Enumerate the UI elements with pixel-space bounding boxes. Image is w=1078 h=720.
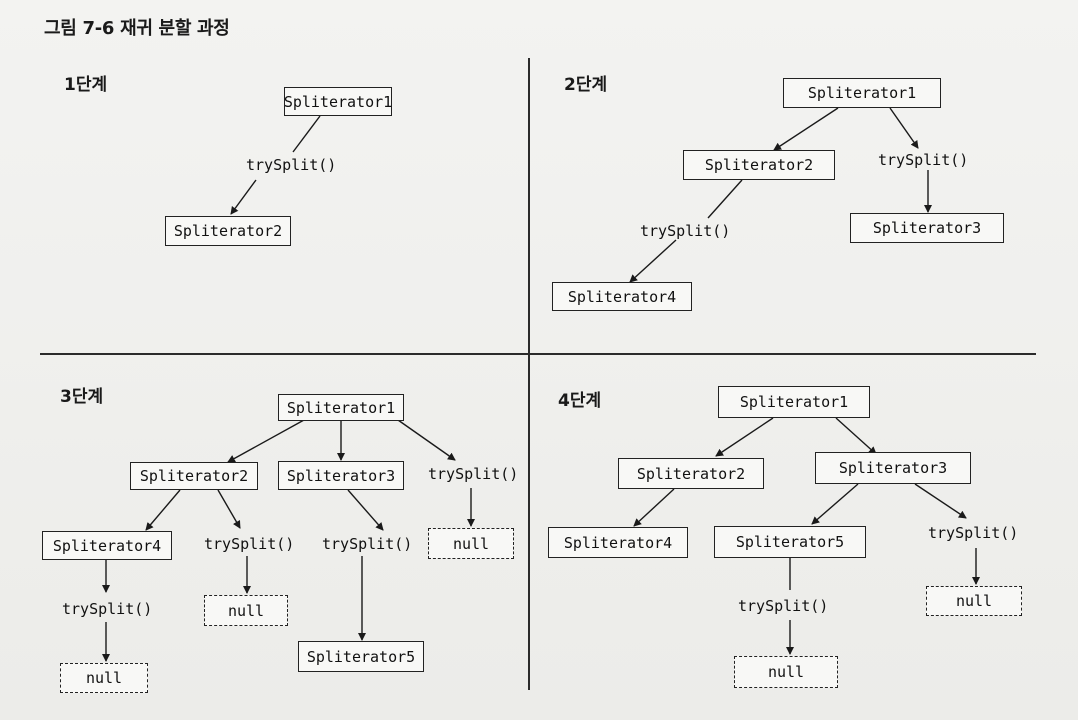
edge — [633, 488, 675, 527]
stage-4-spliterator2: Spliterator2 — [618, 458, 764, 489]
stage-1-label: 1단계 — [64, 75, 108, 95]
stage-4-trysplit-a: trySplit() — [928, 524, 1019, 542]
edge — [707, 179, 743, 219]
stage-4-spliterator1: Spliterator1 — [718, 386, 870, 418]
stage-2-spliterator4: Spliterator4 — [552, 282, 692, 311]
stage-3-trysplit-a: trySplit() — [428, 465, 519, 483]
stage-3-label: 3단계 — [60, 387, 104, 407]
stage-2-spliterator2: Spliterator2 — [683, 150, 835, 180]
stage-1-spliterator2: Spliterator2 — [165, 216, 291, 246]
stage-3-spliterator4: Spliterator4 — [42, 531, 172, 560]
stage-3-trysplit-d: trySplit() — [62, 600, 153, 618]
stage-3-null-c: null — [60, 663, 148, 693]
stage-3-trysplit-c: trySplit() — [322, 535, 413, 553]
stage-3-trysplit-b: trySplit() — [204, 535, 295, 553]
figure-title: 그림 7-6 재귀 분할 과정 — [44, 18, 230, 39]
vertical-divider — [528, 58, 530, 690]
edge — [914, 483, 967, 519]
edge — [227, 419, 305, 463]
stage-4-spliterator3: Spliterator3 — [815, 452, 971, 484]
edge — [292, 115, 321, 153]
stage-3-null-a: null — [428, 528, 514, 559]
stage-4-null-a: null — [926, 586, 1022, 616]
stage-3-null-b: null — [204, 595, 288, 626]
stage-4-spliterator5: Spliterator5 — [714, 526, 866, 558]
stage-4-null-b: null — [734, 656, 838, 688]
stage-3-spliterator3: Spliterator3 — [278, 461, 404, 490]
edge — [347, 489, 384, 531]
stage-3-spliterator5: Spliterator5 — [298, 641, 424, 672]
stage-2-label: 2단계 — [564, 75, 608, 95]
edge — [145, 489, 181, 531]
stage-3-spliterator2: Spliterator2 — [130, 462, 258, 490]
edge — [629, 239, 677, 283]
stage-1-spliterator1: Spliterator1 — [284, 87, 392, 116]
stage-4-label: 4단계 — [558, 391, 602, 411]
stage-2-trysplit-b: trySplit() — [640, 222, 731, 240]
stage-4-trysplit-b: trySplit() — [738, 597, 829, 615]
stage-2-spliterator3: Spliterator3 — [850, 213, 1004, 243]
edge — [835, 417, 877, 455]
edge — [397, 419, 456, 461]
stage-2-trysplit-a: trySplit() — [878, 151, 969, 169]
stage-1-trysplit: trySplit() — [246, 156, 337, 174]
stage-4-spliterator4: Spliterator4 — [548, 527, 688, 558]
stage-3-spliterator1: Spliterator1 — [278, 394, 404, 421]
edge — [773, 107, 839, 151]
edge — [811, 483, 859, 525]
horizontal-divider — [40, 353, 1036, 355]
edge — [715, 417, 774, 457]
edge — [217, 489, 241, 529]
edge — [230, 179, 257, 215]
edge — [889, 107, 919, 149]
stage-2-spliterator1: Spliterator1 — [783, 78, 941, 108]
